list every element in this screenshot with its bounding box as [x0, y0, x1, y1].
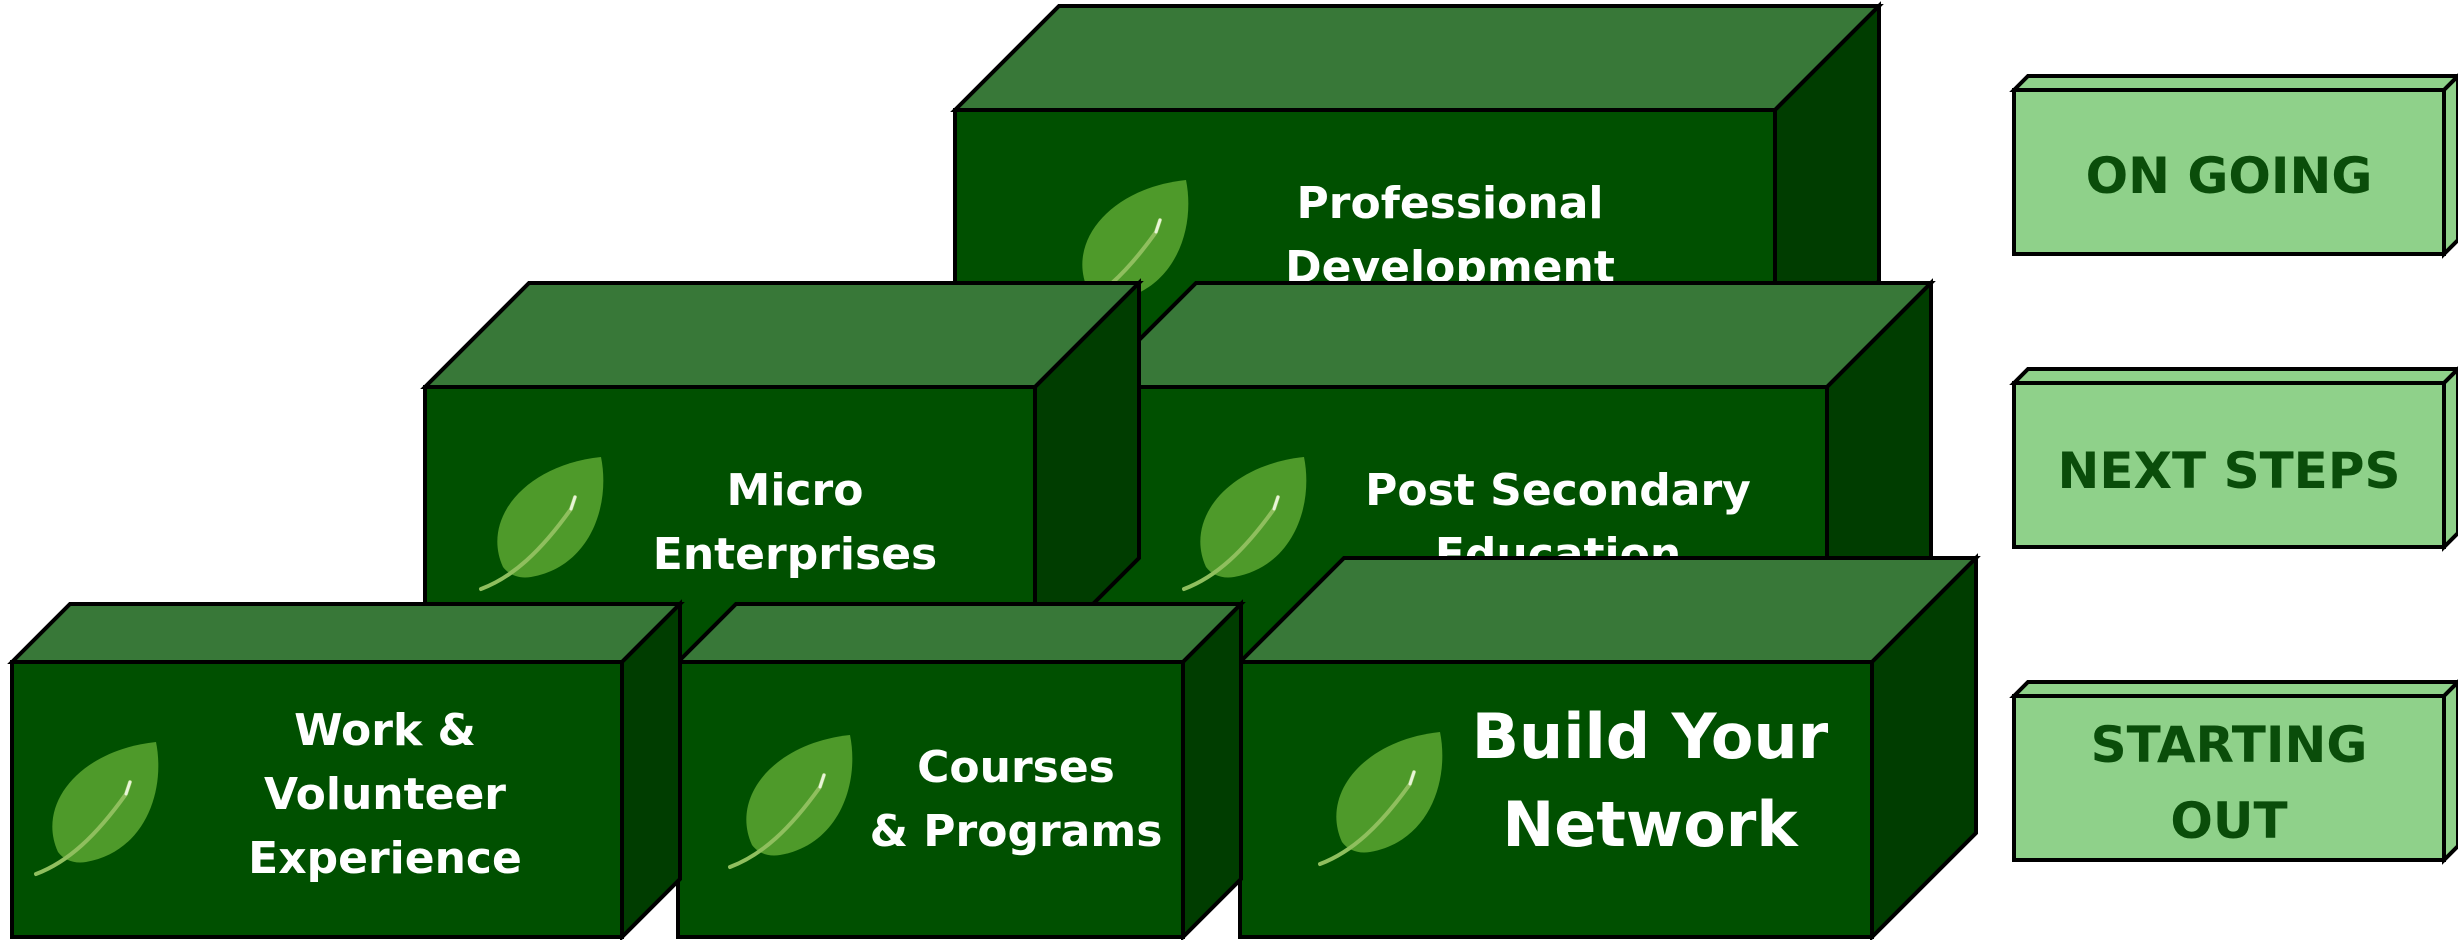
leaf-icon: [34, 742, 159, 876]
block-label-line: Build Your: [1472, 700, 1829, 773]
label-front-face: [2012, 88, 2446, 256]
stage-label-on-going: ON GOING: [2009, 73, 2458, 259]
block-label-line: Courses: [917, 742, 1115, 793]
block-top-face: [1235, 556, 1981, 664]
leaf-icon: [1318, 732, 1443, 866]
leaf-icon: [728, 735, 853, 869]
stage-label-text: ON GOING: [2086, 147, 2373, 205]
block-label-line: Post Secondary: [1365, 465, 1751, 516]
label-side-face: [2442, 679, 2458, 865]
block-top-face: [950, 4, 1884, 112]
block-label-line: Professional: [1297, 178, 1604, 229]
block-top-face: [1087, 281, 1936, 389]
block-top-face: [673, 602, 1246, 664]
block-label-line: Network: [1502, 788, 1799, 861]
stage-label-text: STARTING: [2091, 716, 2368, 774]
label-side-face: [2442, 73, 2458, 259]
stage-label-starting-out: STARTING OUT: [2009, 679, 2458, 865]
stage-label-text: OUT: [2170, 792, 2287, 850]
block-courses-programs: Courses & Programs: [673, 599, 1246, 940]
block-label-line: Experience: [248, 833, 522, 884]
block-label-line: Work &: [294, 705, 476, 756]
block-label-line: & Programs: [870, 806, 1163, 857]
block-top-face: [420, 281, 1144, 389]
block-label-line: Enterprises: [653, 529, 937, 580]
stage-label-text: NEXT STEPS: [2058, 442, 2401, 500]
stage-label-next-steps: NEXT STEPS: [2009, 366, 2458, 552]
label-front-face: [2012, 694, 2446, 862]
block-label-line: Micro: [727, 465, 864, 516]
label-top-face: [2009, 367, 2458, 385]
block-side-face: [1181, 599, 1243, 940]
block-top-face: [7, 602, 685, 664]
label-front-face: [2012, 381, 2446, 549]
leaf-icon: [1182, 457, 1307, 591]
label-side-face: [2442, 366, 2458, 552]
label-top-face: [2009, 680, 2458, 698]
label-top-face: [2009, 74, 2458, 92]
block-side-face: [620, 599, 682, 940]
block-label-line: Volunteer: [264, 769, 506, 820]
leaf-icon: [479, 457, 604, 591]
